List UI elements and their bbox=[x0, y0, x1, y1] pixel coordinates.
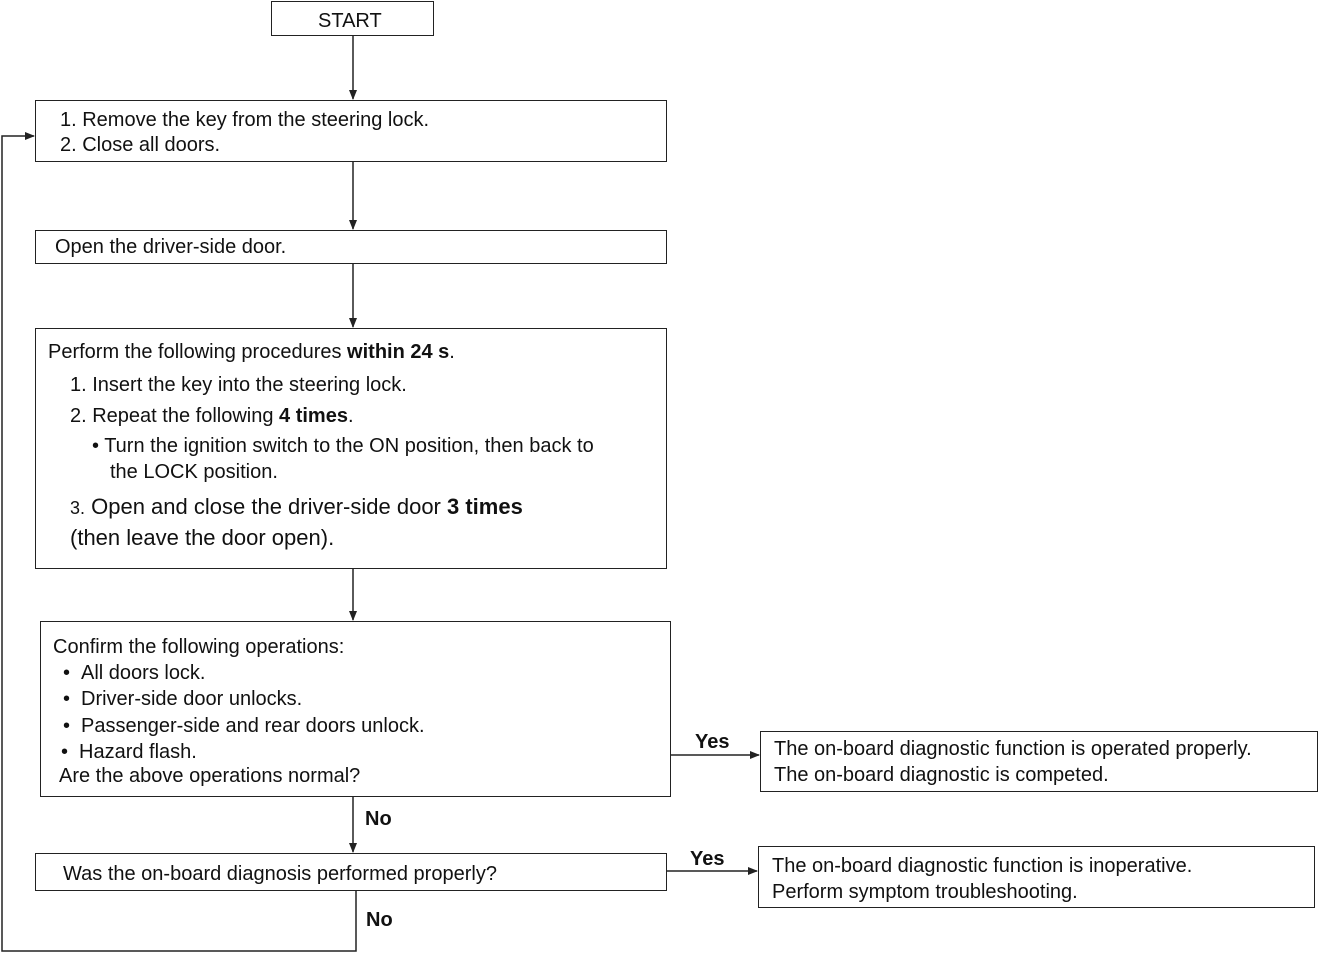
result1-line2: The on-board diagnostic is competed. bbox=[774, 764, 1109, 786]
step4-box: Confirm the following operations: • All … bbox=[40, 621, 671, 797]
no-label-step4: No bbox=[365, 808, 392, 830]
step3-bullet: • Turn the ignition switch to the ON pos… bbox=[92, 435, 594, 457]
step1-line2: 2. Close all doors. bbox=[60, 134, 221, 156]
step3-item3: 3. Open and close the driver-side door 3… bbox=[70, 494, 523, 519]
yes-label-step5: Yes bbox=[690, 848, 725, 870]
step4-bullet-mark: • bbox=[63, 715, 71, 737]
step3-bullet-cont: the LOCK position. bbox=[110, 461, 278, 483]
step1-box: 1. Remove the key from the steering lock… bbox=[35, 100, 667, 162]
step3-intro: Perform the following procedures within … bbox=[48, 341, 455, 363]
start-box: START bbox=[271, 1, 434, 36]
step2-box: Open the driver-side door. bbox=[35, 230, 667, 264]
step4-bullet-mark: • bbox=[63, 688, 71, 710]
start-label: START bbox=[318, 10, 382, 32]
step4-bullet-3: Passenger-side and rear doors unlock. bbox=[81, 715, 425, 737]
step4-bullet-2: Driver-side door unlocks. bbox=[81, 688, 303, 710]
step5-text: Was the on-board diagnosis performed pro… bbox=[63, 863, 497, 885]
step3-box: Perform the following procedures within … bbox=[35, 328, 667, 569]
result2-line2: Perform symptom troubleshooting. bbox=[772, 881, 1078, 903]
no-label-step5: No bbox=[366, 909, 393, 931]
step4-bullet-1: All doors lock. bbox=[81, 662, 206, 684]
result1-line1: The on-board diagnostic function is oper… bbox=[774, 738, 1252, 760]
step3-item2: 2. Repeat the following 4 times. bbox=[70, 405, 354, 427]
step3-item3-cont: (then leave the door open). bbox=[70, 525, 335, 550]
step4-question: Are the above operations normal? bbox=[59, 765, 361, 787]
step1-line1: 1. Remove the key from the steering lock… bbox=[60, 109, 430, 131]
step5-box: Was the on-board diagnosis performed pro… bbox=[35, 853, 667, 891]
result2-box: The on-board diagnostic function is inop… bbox=[758, 846, 1315, 908]
loop-back-line bbox=[1, 132, 357, 952]
result2-line1: The on-board diagnostic function is inop… bbox=[772, 855, 1193, 877]
step4-bullet-mark: • bbox=[61, 741, 69, 763]
yes-label-step4: Yes bbox=[695, 731, 730, 753]
step3-item1: 1. Insert the key into the steering lock… bbox=[70, 374, 407, 396]
step4-intro: Confirm the following operations: bbox=[53, 636, 345, 658]
step4-bullet-mark: • bbox=[63, 662, 71, 684]
result1-box: The on-board diagnostic function is oper… bbox=[760, 731, 1318, 792]
step4-bullet-4: Hazard flash. bbox=[79, 741, 197, 763]
step2-text: Open the driver-side door. bbox=[55, 236, 287, 258]
